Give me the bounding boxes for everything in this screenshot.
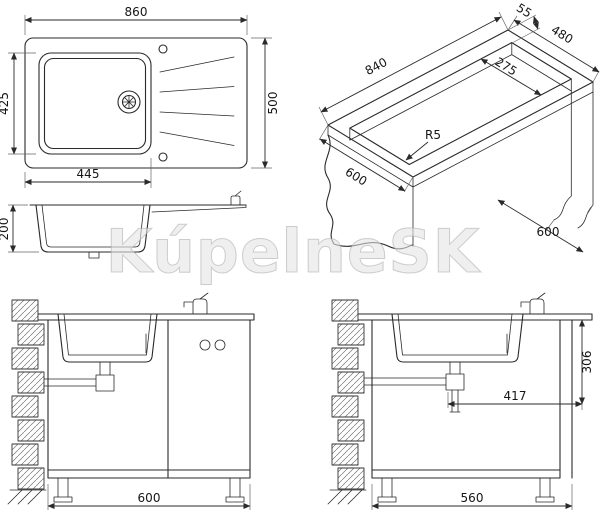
cabinet-frame bbox=[371, 319, 573, 479]
dim-55-label: 55 bbox=[514, 1, 534, 21]
bowl-section-outer bbox=[391, 313, 524, 363]
sink-outline bbox=[24, 37, 248, 169]
drain-icon bbox=[117, 90, 141, 114]
top-view bbox=[24, 37, 248, 169]
isometric-view bbox=[324, 29, 594, 250]
profile-bowl-outer bbox=[35, 204, 151, 253]
ground-hatch bbox=[7, 489, 47, 505]
ground-hatch bbox=[327, 489, 367, 505]
siphon-trap bbox=[363, 361, 465, 413]
profile-view bbox=[29, 190, 247, 259]
cabinet-edge-right bbox=[553, 90, 594, 229]
countertop bbox=[357, 313, 593, 321]
dim-600-right-label: 600 bbox=[537, 225, 560, 239]
dim-860-label: 860 bbox=[125, 5, 148, 19]
countertop bbox=[37, 313, 255, 321]
knob-icon bbox=[214, 339, 226, 351]
dim-r5: R5 bbox=[405, 128, 441, 161]
dim-306: 306 bbox=[579, 319, 594, 405]
dim-500-label: 500 bbox=[266, 92, 280, 115]
dim-306-label: 306 bbox=[580, 351, 594, 374]
dim-r5-label: R5 bbox=[425, 128, 441, 142]
dim-200-label: 200 bbox=[0, 218, 11, 241]
tap-hole-top bbox=[158, 44, 168, 54]
dim-425-label: 425 bbox=[0, 92, 11, 115]
dim-480-label: 480 bbox=[549, 23, 576, 47]
bowl-section-outer bbox=[57, 313, 158, 363]
dim-275-label: 275 bbox=[493, 55, 520, 79]
dim-200: 200 bbox=[0, 204, 39, 253]
dim-560-label: 560 bbox=[461, 491, 484, 505]
countertop-face bbox=[327, 29, 594, 178]
dim-417-label: 417 bbox=[504, 389, 527, 403]
dim-445: 445 bbox=[24, 158, 152, 188]
dim-840: 840 bbox=[318, 11, 509, 126]
dim-500: 500 bbox=[251, 37, 280, 169]
watermark-text: KúpelneSK bbox=[106, 217, 482, 287]
profile-drainer-underside bbox=[151, 204, 247, 213]
dim-600-front-label: 600 bbox=[138, 491, 161, 505]
cabinet-leg bbox=[377, 477, 555, 503]
siphon-trap bbox=[43, 361, 115, 392]
dim-560: 560 bbox=[371, 484, 573, 510]
bowl-inner bbox=[43, 57, 147, 150]
faucet-icon bbox=[520, 292, 546, 315]
dim-275: 275 bbox=[480, 55, 542, 96]
faucet-icon bbox=[183, 292, 211, 315]
torn-edge-bottom bbox=[333, 242, 414, 250]
faucet-icon bbox=[230, 190, 242, 206]
cutout-inner-walls bbox=[349, 42, 572, 141]
dim-55: 55 bbox=[507, 1, 541, 44]
dim-445-label: 445 bbox=[77, 167, 100, 181]
dim-600-front: 600 bbox=[47, 484, 251, 510]
dim-425: 425 bbox=[0, 52, 36, 155]
dim-417: 417 bbox=[447, 389, 583, 410]
bowl-outer bbox=[38, 52, 152, 155]
bowl-section-inner bbox=[397, 313, 513, 356]
brick-wall bbox=[331, 299, 365, 490]
bowl-section-inner bbox=[63, 313, 152, 356]
dim-860: 860 bbox=[24, 5, 248, 35]
dim-600-left-label: 600 bbox=[343, 165, 370, 189]
profile-bowl-inner bbox=[41, 204, 145, 248]
profile-drain-stub bbox=[88, 251, 100, 259]
install-side-view bbox=[327, 292, 593, 505]
cabinet-frame bbox=[47, 319, 251, 479]
tap-hole-bottom bbox=[158, 152, 168, 162]
install-front-view bbox=[7, 292, 255, 505]
dim-840-label: 840 bbox=[363, 55, 390, 78]
cabinet-leg bbox=[53, 477, 245, 503]
drainer-grooves bbox=[159, 56, 235, 146]
counter-thickness bbox=[327, 81, 594, 188]
knob-icon bbox=[199, 339, 211, 351]
brick-wall bbox=[11, 299, 45, 490]
dim-600-right: 600 bbox=[497, 199, 594, 253]
